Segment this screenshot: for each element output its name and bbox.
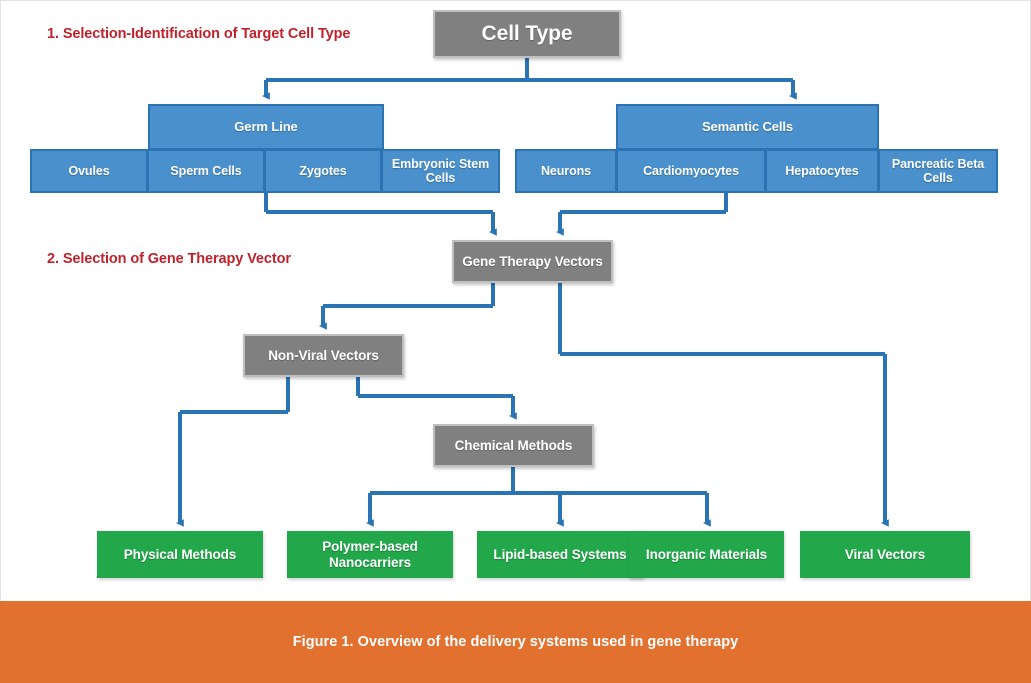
node-physical-methods[interactable]: Physical Methods (97, 531, 263, 578)
figure-caption-bar: Figure 1. Overview of the delivery syste… (0, 601, 1031, 683)
node-embryonic-stem-cells[interactable]: Embryonic Stem Cells (381, 149, 500, 193)
node-inorganic-materials[interactable]: Inorganic Materials (629, 531, 784, 578)
node-ovules[interactable]: Ovules (30, 149, 148, 193)
node-sperm-cells[interactable]: Sperm Cells (147, 149, 265, 193)
node-semantic-cells[interactable]: Semantic Cells (616, 104, 879, 150)
step-label-2: 2. Selection of Gene Therapy Vector (47, 251, 291, 267)
step-label-1: 1. Selection-Identification of Target Ce… (47, 26, 351, 42)
node-lipid-based-systems[interactable]: Lipid-based Systems (477, 531, 643, 578)
node-hepatocytes[interactable]: Hepatocytes (765, 149, 879, 193)
node-viral-vectors[interactable]: Viral Vectors (800, 531, 970, 578)
figure-caption-text: Figure 1. Overview of the delivery syste… (292, 634, 739, 650)
node-non-viral-vectors[interactable]: Non-Viral Vectors (243, 334, 404, 377)
node-neurons[interactable]: Neurons (515, 149, 617, 193)
node-zygotes[interactable]: Zygotes (264, 149, 382, 193)
node-chemical-methods[interactable]: Chemical Methods (433, 424, 594, 467)
node-pancreatic-beta-cells[interactable]: Pancreatic Beta Cells (878, 149, 998, 193)
node-cell-type[interactable]: Cell Type (433, 10, 621, 58)
node-polymer-based-nanocarriers[interactable]: Polymer-based Nanocarriers (287, 531, 453, 578)
node-cardiomyocytes[interactable]: Cardiomyocytes (616, 149, 766, 193)
node-germ-line[interactable]: Germ Line (148, 104, 384, 150)
node-gene-therapy-vectors[interactable]: Gene Therapy Vectors (452, 240, 613, 283)
